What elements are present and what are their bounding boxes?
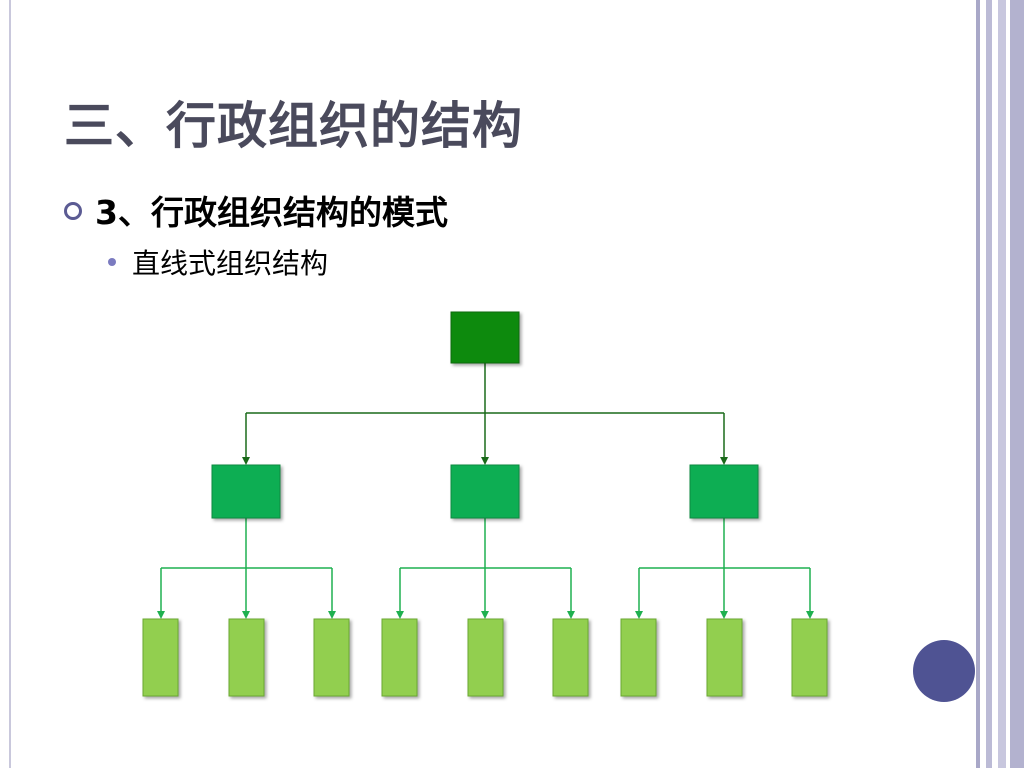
leaf-node [467, 618, 504, 697]
leaf-node [552, 618, 589, 697]
leaf-node [706, 618, 743, 697]
decorative-circle [913, 640, 975, 702]
dot-bullet-icon [108, 258, 116, 266]
slide-title: 三、行政组织的结构 [64, 97, 523, 155]
root-node [450, 311, 520, 364]
connectors-level-1 [242, 363, 728, 465]
leaf-node [620, 618, 657, 697]
bullet-level-1-text: 3、行政组织结构的模式 [95, 193, 448, 232]
bullet-level-2-text: 直线式组织结构 [132, 247, 329, 280]
left-border-line [9, 0, 11, 768]
middle-node [689, 464, 759, 519]
bullet-level-2: 直线式组织结构 [108, 244, 328, 280]
bullet-level-1: 3、行政组织结构的模式 [64, 188, 448, 232]
leaf-node [381, 618, 418, 697]
leaf-node [791, 618, 828, 697]
middle-node [450, 464, 520, 519]
ring-bullet-icon [64, 202, 82, 220]
connectors-level-2 [157, 518, 814, 619]
leaf-nodes [142, 618, 828, 697]
leaf-node [313, 618, 350, 697]
leaf-node [142, 618, 179, 697]
middle-node [211, 464, 281, 519]
leaf-node [228, 618, 265, 697]
right-border-stripes [976, 0, 1024, 768]
